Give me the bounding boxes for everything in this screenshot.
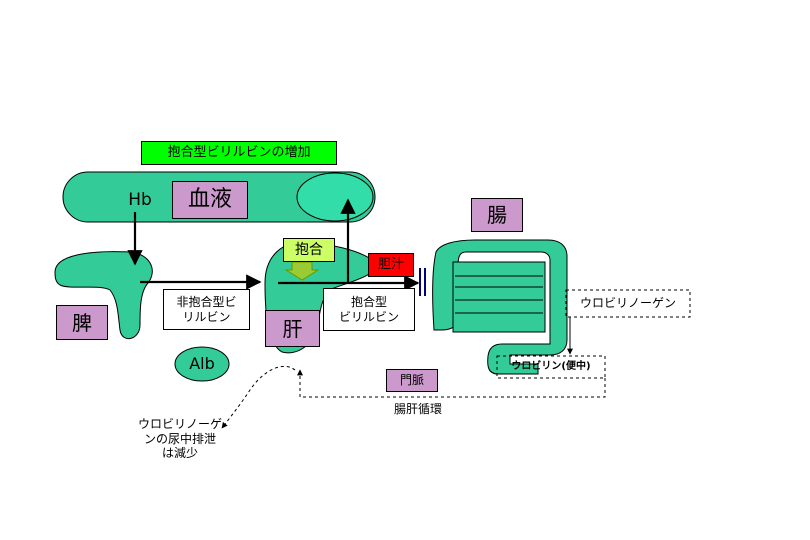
enterohepatic-circulation-label: 腸肝循環	[393, 401, 442, 416]
hb-label: Hb	[128, 189, 152, 210]
blood-vessel-highlight	[296, 172, 374, 222]
enterohepatic-dashed-path	[297, 369, 606, 398]
bile-label: 胆汁	[368, 253, 414, 277]
conjugated-bilirubin-increase-banner: 抱合型ビリルビンの増加	[141, 141, 337, 165]
urobilinogen-label: ウロビリノーゲン	[579, 296, 676, 311]
portal-vein-label: 門脈	[386, 369, 438, 392]
conjugation-arrow-shape	[284, 261, 320, 281]
urinary-excretion-decrease-label: ウロビリノーゲ ンの尿中排泄 は減少	[137, 417, 222, 461]
liver-label: 肝	[265, 310, 320, 347]
conjugated-bilirubin-label: 抱合型 ビリルビン	[323, 288, 415, 331]
urobilin-dashed-box	[496, 355, 606, 379]
conjugation-label: 抱合	[283, 238, 335, 262]
intestine-label: 腸	[471, 198, 523, 232]
urobilin-feces-label: ウロビリン(便中)	[511, 361, 591, 372]
intestine-coil	[452, 261, 546, 333]
alb-label: Alb	[189, 354, 215, 374]
spleen-label: 脾	[56, 305, 108, 340]
blood-label: 血液	[172, 181, 248, 219]
unconjugated-bilirubin-label: 非抱合型ビ リルビン	[163, 289, 250, 330]
alb-ellipse	[174, 346, 230, 382]
urinary-dashed-curve	[221, 365, 296, 429]
urobilinogen-dashed-box	[565, 289, 691, 318]
